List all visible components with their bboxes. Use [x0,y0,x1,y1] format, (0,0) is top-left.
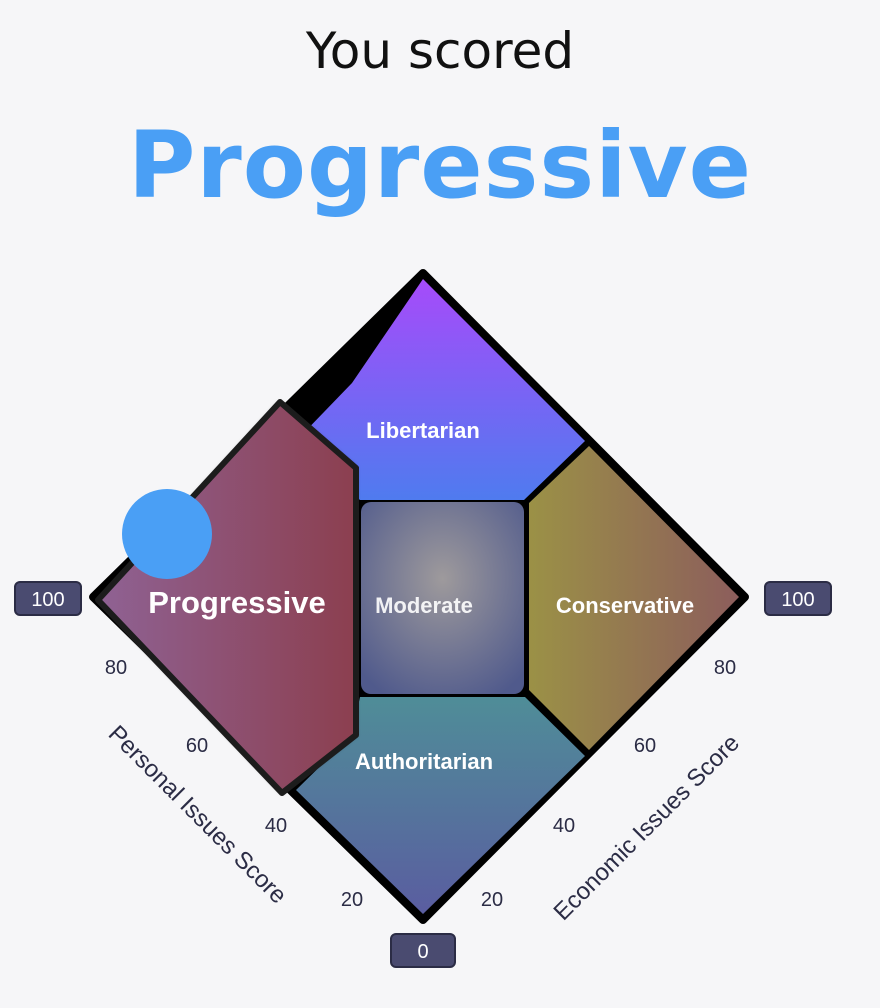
personal-max-badge-text: 100 [31,589,64,611]
economic-max-badge-text: 100 [781,589,814,611]
label-conservative: Conservative [556,593,694,618]
label-libertarian: Libertarian [366,418,480,443]
region-conservative [529,446,739,750]
result-title: Progressive [127,112,753,219]
economic-max-badge: 100 [764,581,832,616]
personal-tick-80: 80 [105,657,127,679]
personal-max-badge: 100 [14,581,82,616]
your-score-marker [122,489,212,579]
personal-tick-20: 20 [341,889,363,911]
label-progressive: Progressive [148,585,326,620]
personal-tick-40: 40 [265,815,287,837]
label-moderate: Moderate [375,593,473,618]
origin-badge-text: 0 [417,941,428,963]
region-authoritarian [296,697,585,914]
economic-tick-60: 60 [634,735,656,757]
economic-tick-20: 20 [481,889,503,911]
label-authoritarian: Authoritarian [355,749,493,774]
region-moderate [361,502,524,694]
personal-tick-60: 60 [186,735,208,757]
economic-tick-80: 80 [714,657,736,679]
result-intro: You scored [305,22,575,80]
origin-badge: 0 [390,933,456,968]
economic-tick-40: 40 [553,815,575,837]
region-libertarian [296,279,585,500]
region-progressive [95,399,359,796]
